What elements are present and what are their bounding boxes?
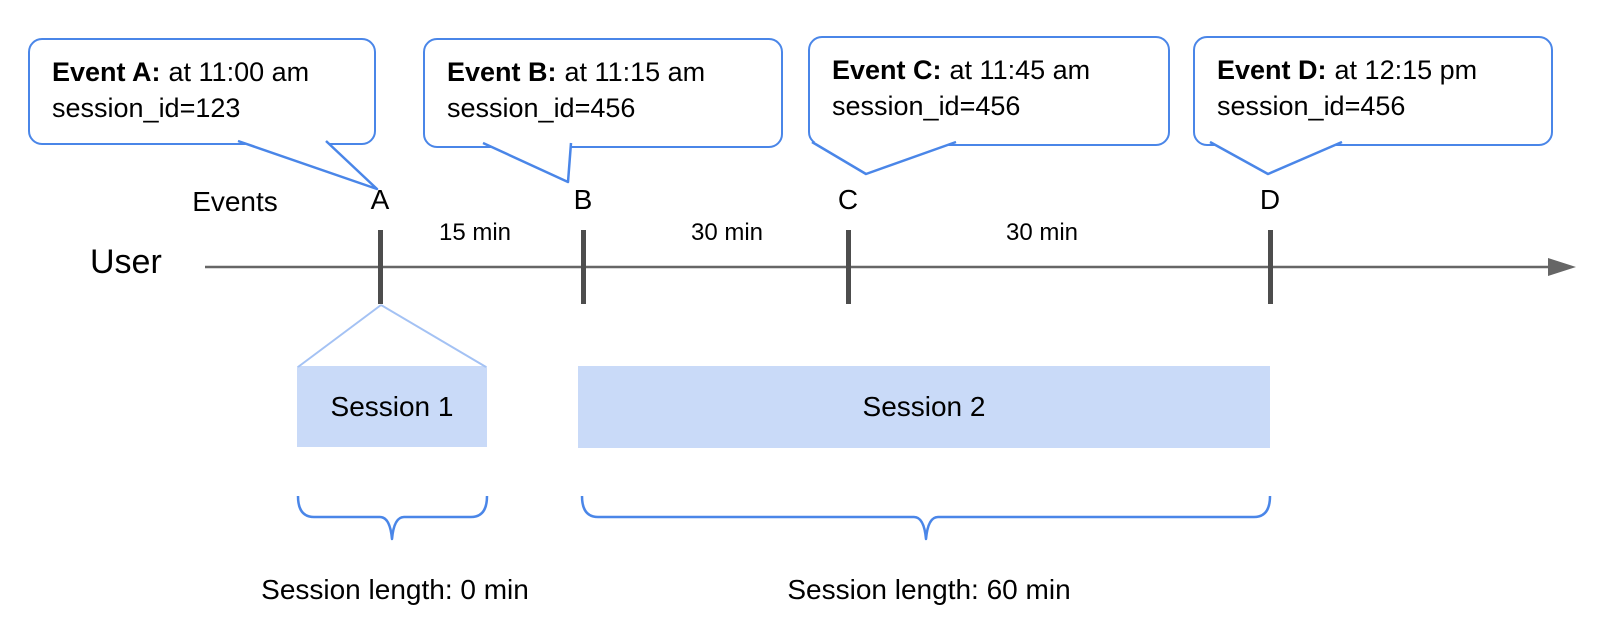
callout-event-c-title: Event C: bbox=[832, 55, 942, 85]
interval-c-d-label: 30 min bbox=[1005, 219, 1079, 246]
event-marker-c-label: C bbox=[837, 184, 859, 215]
session-1-brace bbox=[296, 495, 489, 541]
interval-b-c-label: 30 min bbox=[690, 219, 764, 246]
callout-event-a-tail bbox=[237, 139, 379, 191]
callout-event-d-tail bbox=[1209, 140, 1343, 176]
interval-a-b-label: 15 min bbox=[438, 219, 512, 246]
callout-event-a-title: Event A: bbox=[52, 57, 161, 87]
callout-event-c-session-id: session_id=456 bbox=[832, 91, 1021, 121]
user-axis-label: User bbox=[90, 243, 162, 281]
callout-event-d: Event D:at 12:15 pm session_id=456 bbox=[1193, 36, 1553, 146]
timeline-arrowhead-icon bbox=[1548, 258, 1576, 276]
callout-event-a-line1: Event A:at 11:00 am bbox=[52, 54, 364, 90]
callout-event-b-title: Event B: bbox=[447, 57, 557, 87]
event-marker-a-label: A bbox=[370, 184, 390, 215]
callout-event-a-session-id: session_id=123 bbox=[52, 93, 241, 123]
callout-event-a: Event A:at 11:00 am session_id=123 bbox=[28, 38, 376, 145]
session-2-length-label: Session length: 60 min bbox=[787, 574, 1071, 605]
session-2-brace bbox=[580, 495, 1272, 541]
callout-event-c-time: at 11:45 am bbox=[949, 55, 1091, 85]
callout-event-b-time: at 11:15 am bbox=[564, 57, 706, 87]
session-1-label: Session 1 bbox=[330, 390, 454, 422]
session-2-label: Session 2 bbox=[862, 391, 986, 422]
callout-event-d-line1: Event D:at 12:15 pm bbox=[1217, 52, 1541, 88]
session-1-box: Session 1 bbox=[297, 366, 487, 447]
event-marker-b-label: B bbox=[573, 184, 593, 215]
callout-event-b-session-id: session_id=456 bbox=[447, 93, 636, 123]
callout-event-b: Event B:at 11:15 am session_id=456 bbox=[423, 38, 783, 148]
session-2-box: Session 2 bbox=[578, 366, 1270, 448]
callout-event-c-tail bbox=[811, 140, 957, 176]
event-marker-d-label: D bbox=[1259, 184, 1281, 215]
callout-event-d-session-id: session_id=456 bbox=[1217, 91, 1406, 121]
callout-event-b-tail bbox=[482, 141, 573, 184]
callout-event-c: Event C:at 11:45 am session_id=456 bbox=[808, 36, 1170, 146]
session-1-funnel-line-left bbox=[297, 304, 382, 368]
callout-event-c-line1: Event C:at 11:45 am bbox=[832, 52, 1158, 88]
callout-event-d-time: at 12:15 pm bbox=[1334, 55, 1478, 85]
events-row-label: Events bbox=[192, 186, 278, 217]
callout-event-b-line1: Event B:at 11:15 am bbox=[447, 54, 771, 90]
callout-event-d-title: Event D: bbox=[1217, 55, 1327, 85]
callout-event-a-time: at 11:00 am bbox=[168, 57, 310, 87]
session-1-funnel-line-right bbox=[380, 304, 487, 368]
session-1-length-label: Session length: 0 min bbox=[261, 574, 529, 605]
